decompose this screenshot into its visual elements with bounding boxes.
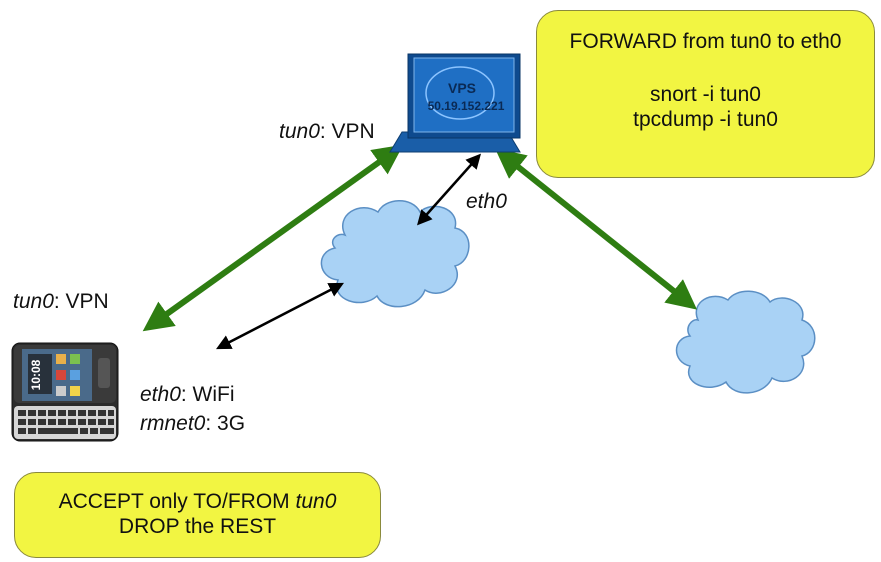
vps-tun0-label: tun0: VPN [279,120,375,143]
vps-note-line2: snort -i tun0 [650,83,761,107]
vps-server-icon: VPS 50.19.152.221 [389,53,521,153]
eth0-link-vps-cloud [417,153,481,226]
internet-cloud-center [320,200,470,308]
vps-ip: 50.19.152.221 [428,99,505,113]
phone-eth0-label: eth0: WiFi [140,383,235,406]
internet-cloud-right [675,290,816,394]
vps-note-line3: tpcdump -i tun0 [633,108,778,132]
vps-rules-note: FORWARD from tun0 to eth0 snort -i tun0 … [536,10,875,178]
phone-icon: 10:08 [11,342,119,442]
phone-screen-time: 10:08 [29,359,43,390]
vpn-link-phone-vps [142,144,404,332]
vpn-link-vps-cloud [494,148,698,310]
phone-note-line1: ACCEPT only TO/FROM tun0 [58,490,337,513]
phone-note-line2: DROP the REST [118,515,277,539]
phone-rules-note: ACCEPT only TO/FROM tun0 DROP the REST [14,472,381,558]
phone-tun0-label: tun0: VPN [13,290,109,313]
wifi-link-phone-cloud [216,282,344,350]
vps-name: VPS [448,80,476,96]
vps-note-line1: FORWARD from tun0 to eth0 [569,30,842,53]
phone-rmnet0-label: rmnet0: 3G [140,412,246,435]
vps-eth0-label: eth0 [466,190,507,213]
